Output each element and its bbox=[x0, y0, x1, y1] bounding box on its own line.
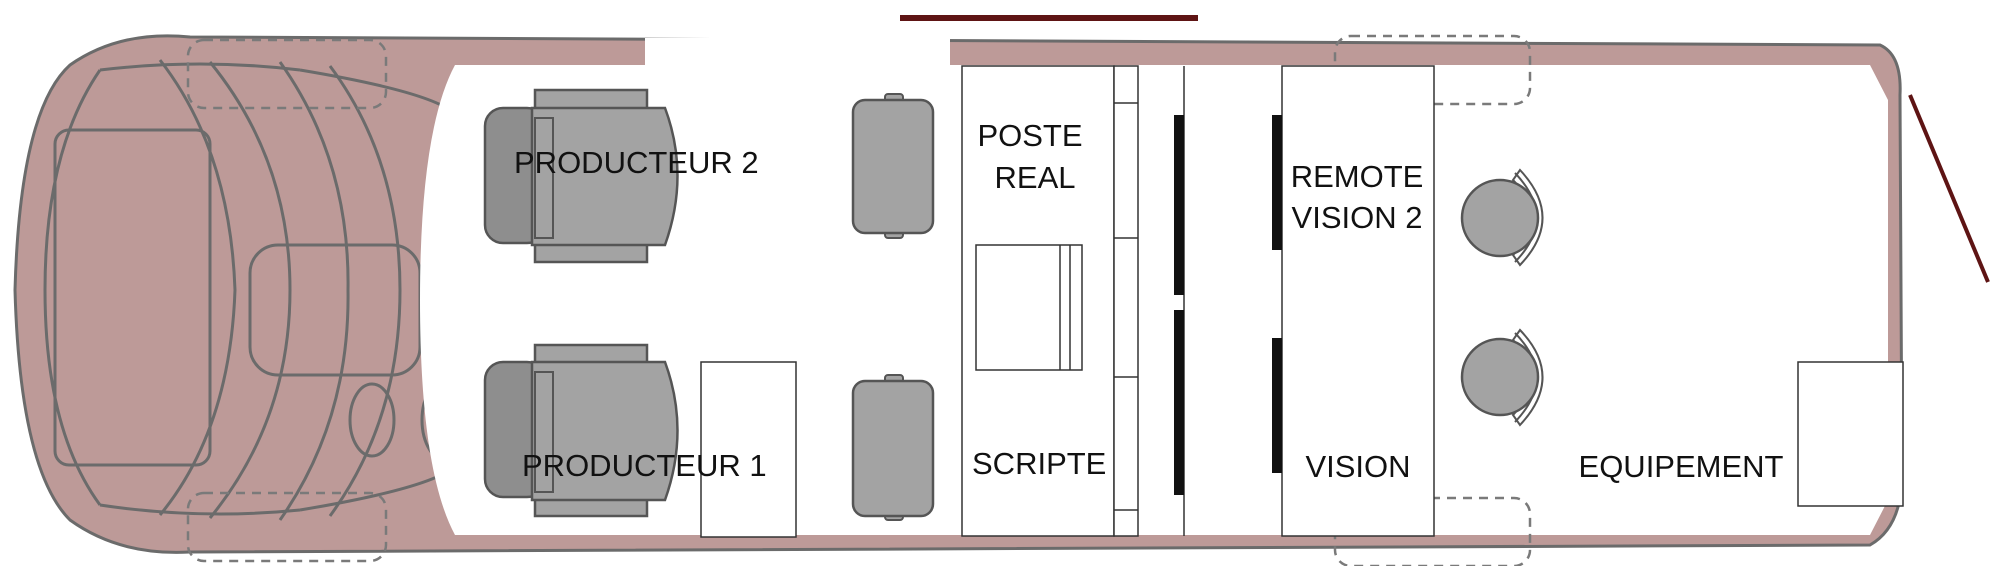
label-poste-real-2: REAL bbox=[995, 160, 1076, 195]
stool-top bbox=[851, 93, 935, 239]
stool-round-bottom bbox=[1460, 328, 1544, 427]
monitor-4 bbox=[1272, 338, 1282, 473]
label-producer-1: PRODUCTEUR 1 bbox=[522, 448, 767, 483]
label-remote-vision-1: REMOTE bbox=[1291, 159, 1424, 194]
label-equipement: EQUIPEMENT bbox=[1579, 449, 1784, 484]
producer-1-table bbox=[700, 361, 797, 538]
chair-producer-2 bbox=[483, 88, 679, 264]
chair-producer-1 bbox=[483, 343, 679, 518]
stool-bottom bbox=[851, 374, 935, 521]
monitor-3 bbox=[1272, 115, 1282, 250]
label-vision: VISION bbox=[1305, 449, 1410, 484]
monitor-1 bbox=[1174, 115, 1184, 295]
label-remote-vision-2: VISION 2 bbox=[1292, 200, 1423, 235]
stool-round-top bbox=[1460, 168, 1544, 267]
label-poste-real-1: POSTE bbox=[977, 118, 1082, 153]
monitors bbox=[1174, 115, 1282, 495]
equipment-rack bbox=[1797, 361, 1904, 507]
monitor-2 bbox=[1174, 310, 1184, 495]
label-scripte: SCRIPTE bbox=[972, 446, 1106, 481]
vision-desk bbox=[1281, 65, 1435, 537]
rear-door-line bbox=[1908, 94, 1990, 283]
label-producer-2: PRODUCTEUR 2 bbox=[514, 145, 759, 180]
real-desk bbox=[961, 65, 1185, 537]
